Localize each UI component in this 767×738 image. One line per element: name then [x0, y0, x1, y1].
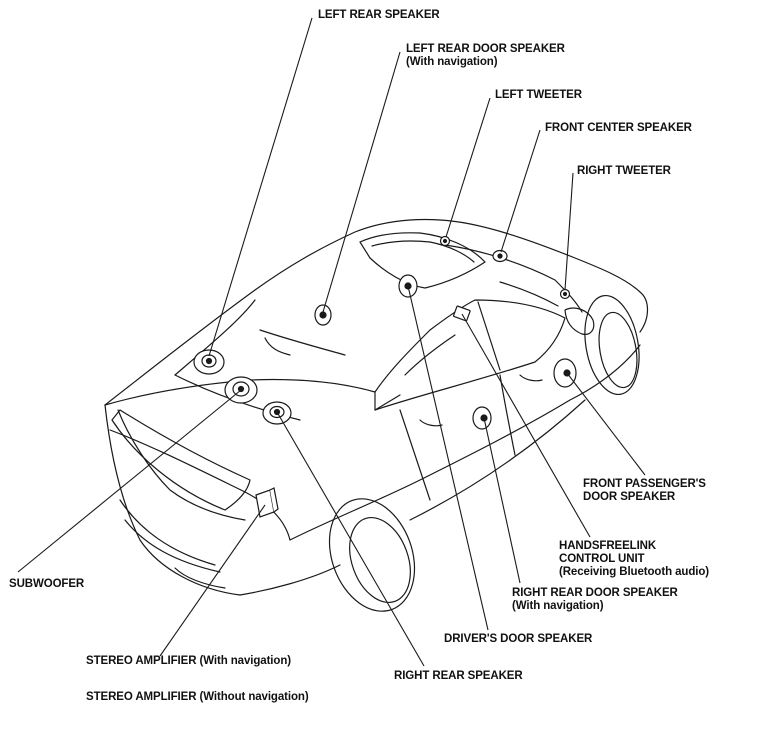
- label-line: HANDSFREELINK: [559, 540, 657, 552]
- label-line: (With navigation): [512, 600, 604, 612]
- label-line: FRONT PASSENGER'S: [583, 478, 706, 490]
- label-line: (Receiving Bluetooth audio): [559, 566, 709, 578]
- speakers: [193, 235, 577, 518]
- car-outline: [104, 218, 649, 612]
- right-tweeter-icon: [559, 288, 571, 300]
- label-left-rear-speaker: LEFT REAR SPEAKER: [318, 9, 440, 21]
- left-tweeter-icon: [439, 235, 451, 247]
- label-right-tweeter: RIGHT TWEETER: [577, 165, 671, 177]
- label-left-rear-door-speaker: LEFT REAR DOOR SPEAKER (With navigation): [406, 43, 565, 69]
- label-right-rear-speaker: RIGHT REAR SPEAKER: [394, 670, 523, 682]
- label-line: (With navigation): [406, 56, 498, 68]
- label-line: RIGHT REAR DOOR SPEAKER: [512, 587, 678, 599]
- label-line: DOOR SPEAKER: [583, 491, 676, 503]
- label-drivers-door-speaker: DRIVER'S DOOR SPEAKER: [444, 633, 593, 645]
- label-left-tweeter: LEFT TWEETER: [495, 89, 582, 101]
- leader-lines: [17, 17, 646, 667]
- label-handsfreelink-control-unit: HANDSFREELINK CONTROL UNIT (Receiving Bl…: [559, 540, 709, 579]
- front-center-speaker-icon: [492, 249, 508, 263]
- left-rear-speaker-icon: [193, 349, 225, 375]
- label-stereo-amplifier-without-nav: STEREO AMPLIFIER (Without navigation): [86, 691, 309, 703]
- front-passenger-door-speaker-icon: [553, 358, 577, 388]
- label-front-center-speaker: FRONT CENTER SPEAKER: [545, 122, 692, 134]
- label-right-rear-door-speaker: RIGHT REAR DOOR SPEAKER (With navigation…: [512, 587, 678, 613]
- handsfreelink-unit-icon: [453, 305, 471, 322]
- label-line: CONTROL UNIT: [559, 553, 645, 565]
- label-subwoofer: SUBWOOFER: [9, 578, 85, 590]
- label-line: LEFT REAR DOOR SPEAKER: [406, 43, 565, 55]
- label-front-passenger-door-speaker: FRONT PASSENGER'S DOOR SPEAKER: [583, 478, 706, 504]
- left-rear-door-speaker-icon: [314, 304, 332, 326]
- right-rear-door-speaker-icon: [472, 406, 492, 430]
- label-stereo-amplifier-with-nav: STEREO AMPLIFIER (With navigation): [86, 655, 291, 667]
- stereo-amplifier-icon: [255, 487, 279, 518]
